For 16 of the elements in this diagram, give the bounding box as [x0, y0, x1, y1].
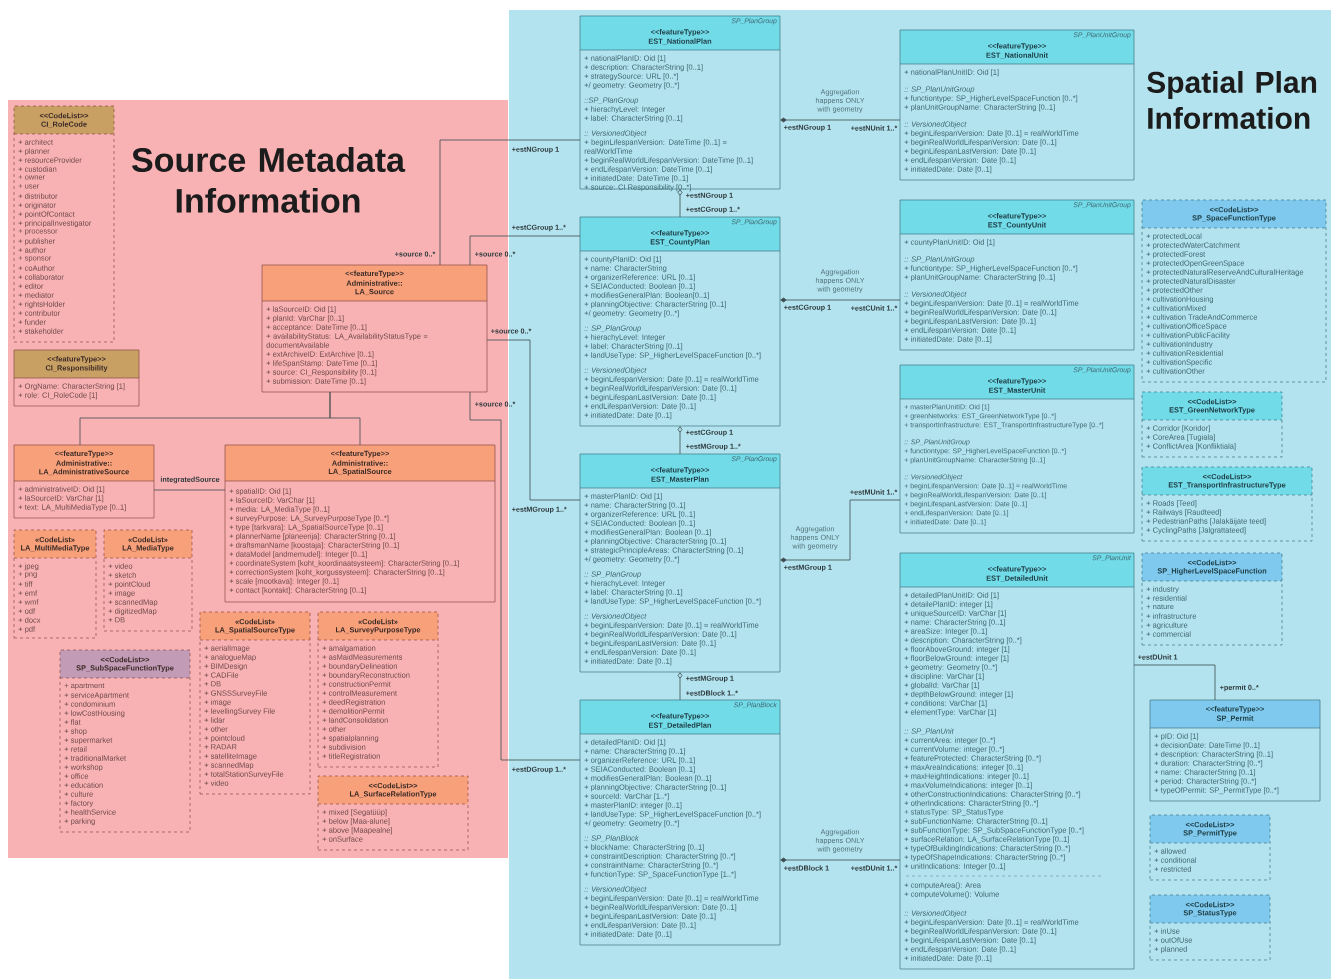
- aggregation-line: [780, 857, 901, 863]
- section-title: Spatial Plan Information: [1147, 71, 1317, 129]
- association-line: [329, 391, 361, 446]
- association-line: [469, 235, 581, 266]
- association-line: [469, 391, 581, 761]
- section-title: Source Metadata Information: [132, 147, 406, 213]
- aggregation-line: [780, 117, 901, 123]
- association-line: [153, 489, 226, 491]
- aggregation-line: [677, 189, 683, 218]
- aggregation-line: [780, 297, 901, 303]
- association-line: [486, 339, 581, 501]
- association-line: [1133, 664, 1216, 701]
- aggregation-line: [677, 426, 683, 455]
- aggregation-line: [780, 499, 901, 563]
- aggregation-line: [677, 672, 683, 701]
- association-line: [439, 139, 581, 266]
